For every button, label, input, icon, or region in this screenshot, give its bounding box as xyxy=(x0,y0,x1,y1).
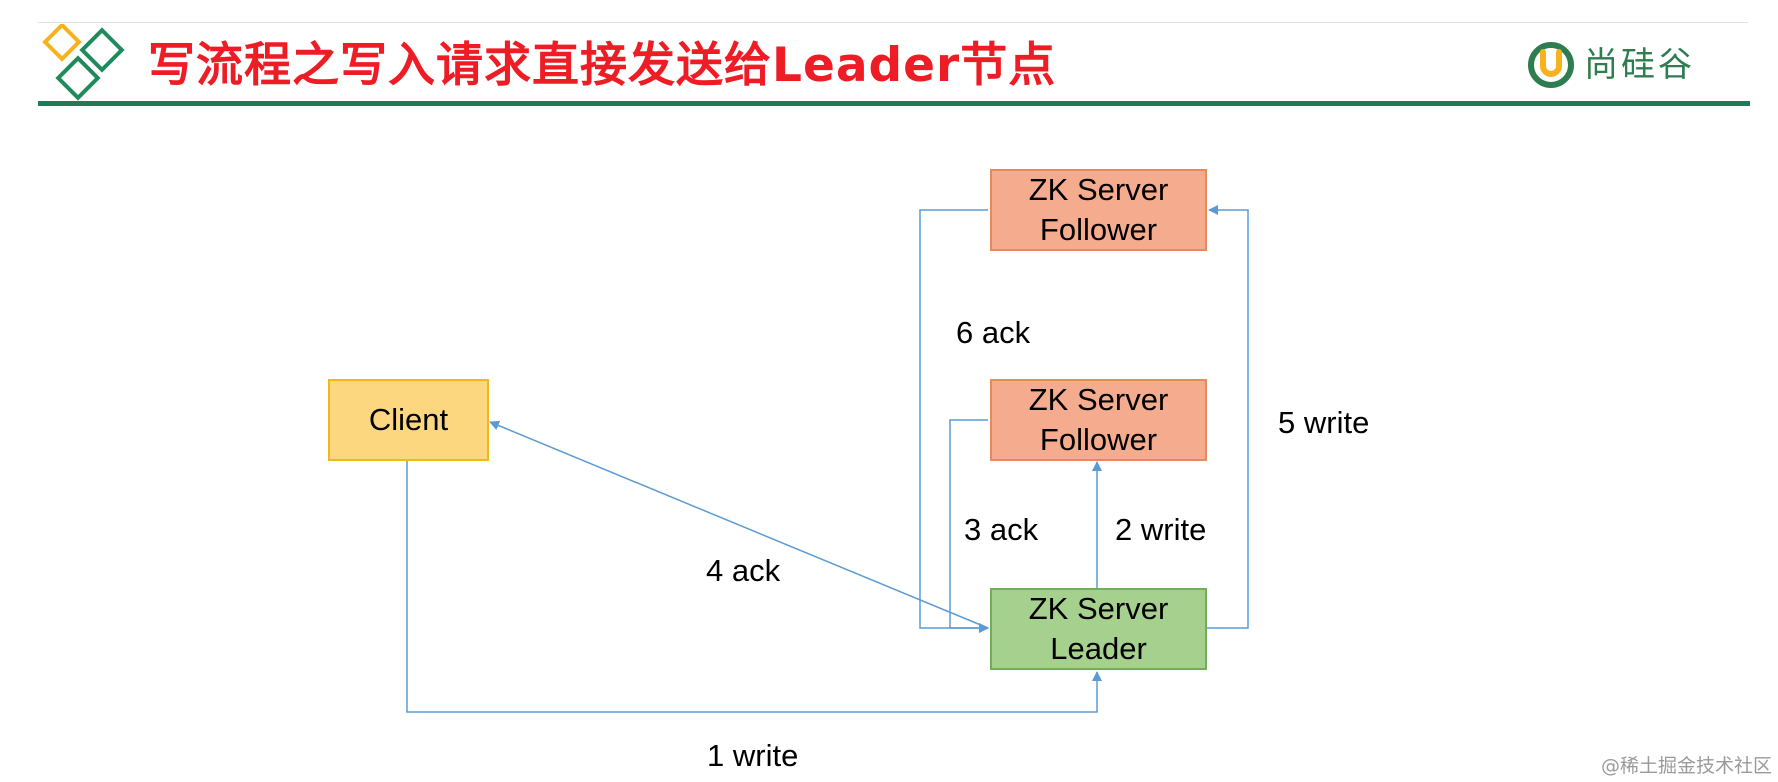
follower-top-line2: Follower xyxy=(1039,212,1158,247)
diamond-logo-icon xyxy=(42,24,125,101)
edge-6-ack xyxy=(919,209,989,633)
leader-node: ZK Server Leader xyxy=(990,588,1207,670)
follower-mid-line2: Follower xyxy=(1039,422,1158,457)
label-5-write: 5 write xyxy=(1278,405,1370,440)
top-divider xyxy=(38,22,1748,23)
watermark: @稀土掘金技术社区 xyxy=(1600,755,1772,777)
brand-logo: 尚硅谷 xyxy=(1528,42,1695,88)
edge-5-write xyxy=(1207,205,1249,629)
client-node-label: Client xyxy=(368,402,449,437)
leader-line2: Leader xyxy=(1050,631,1147,666)
label-1-write: 1 write xyxy=(707,738,799,773)
follower-mid-node: ZK Server Follower xyxy=(990,379,1207,461)
client-node: Client xyxy=(328,379,489,461)
brand-name: 尚硅谷 xyxy=(1584,45,1695,85)
label-4-ack: 4 ack xyxy=(706,553,781,588)
label-3-ack: 3 ack xyxy=(964,512,1039,547)
logo-diamond-green-bottom xyxy=(55,55,101,101)
edge-4-ack xyxy=(489,420,989,629)
logo-diamond-green-right xyxy=(79,27,125,73)
follower-top-node: ZK Server Follower xyxy=(990,169,1207,251)
label-6-ack: 6 ack xyxy=(956,315,1031,350)
follower-mid-line1: ZK Server xyxy=(1028,382,1169,417)
follower-top-line1: ZK Server xyxy=(1028,172,1169,207)
brand-u-icon xyxy=(1528,42,1574,88)
leader-line1: ZK Server xyxy=(1028,591,1169,626)
page-title: 写流程之写入请求直接发送给Leader节点 xyxy=(148,38,1057,93)
label-2-write: 2 write xyxy=(1115,512,1207,547)
edge-1-write xyxy=(406,460,1102,713)
header-rule xyxy=(38,101,1750,106)
logo-diamond-orange xyxy=(42,24,82,62)
